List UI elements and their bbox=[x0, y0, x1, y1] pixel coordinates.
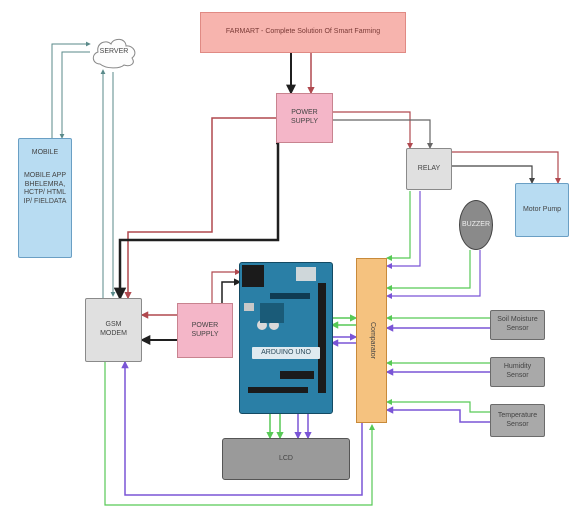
mobile-title: MOBILE bbox=[31, 149, 59, 156]
power-supply-mid: POWER SUPPLY bbox=[177, 303, 233, 358]
sensor-humidity: Humidity Sensor bbox=[490, 357, 545, 387]
mobile-details: MOBILE APP BHELEMRA, HCTP/ HTML IP/ FIEL… bbox=[23, 171, 67, 205]
power-supply-top-label: POWER SUPPLY bbox=[290, 109, 319, 125]
relay-box: RELAY bbox=[406, 148, 452, 190]
wire-psu-to-arduino-black bbox=[221, 278, 242, 303]
power-supply-mid-label: POWER SUPPLY bbox=[191, 321, 219, 338]
sensor-temperature-label: Temperature Sensor bbox=[497, 411, 538, 428]
sensor-soil-moisture-label: Soil Moisture Sensor bbox=[497, 316, 538, 332]
wire-temp-purple bbox=[385, 406, 490, 423]
wire-server-to-mobile bbox=[59, 51, 90, 139]
server-label: SERVER bbox=[99, 47, 129, 55]
buzzer-box: BUZZER bbox=[459, 200, 493, 250]
comparator-label: Comparator bbox=[368, 322, 376, 359]
wire-power-to-relay bbox=[333, 111, 413, 149]
wire-power-to-gsm-black bbox=[113, 141, 280, 301]
arduino-board-graphic bbox=[242, 265, 326, 393]
motor-pump-label: Motor Pump bbox=[522, 205, 562, 213]
gsm-modem-label: GSM MODEM bbox=[100, 321, 127, 337]
lcd-box: LCD bbox=[222, 438, 350, 480]
project-title-box: FARMART - Complete Solution Of Smart Far… bbox=[200, 12, 406, 53]
wire-relay-to-pump-2 bbox=[452, 165, 535, 184]
arduino-board: ARDUINO UNO bbox=[239, 262, 333, 414]
relay-label: RELAY bbox=[417, 164, 441, 172]
wire-comparator-to-gsm-purple bbox=[121, 360, 363, 496]
sensor-soil-moisture: Soil Moisture Sensor bbox=[490, 310, 545, 340]
arduino-label: ARDUINO UNO bbox=[252, 347, 320, 359]
motor-pump-box: Motor Pump bbox=[515, 183, 569, 237]
wire-power-to-relay-2 bbox=[333, 119, 433, 149]
buzzer-label: BUZZER bbox=[462, 220, 490, 228]
wire-relay-to-comparator-green bbox=[386, 191, 411, 261]
wire-relay-to-comparator-purple bbox=[386, 191, 421, 269]
sensor-temperature: Temperature Sensor bbox=[490, 404, 545, 437]
mobile-box: MOBILE MOBILE APP BHELEMRA, HCTP/ HTML I… bbox=[18, 138, 72, 258]
wire-buzzer-to-comparator-green bbox=[386, 250, 471, 291]
wire-buzzer-to-comparator-purple bbox=[386, 250, 481, 299]
project-title: FARMART - Complete Solution Of Smart Far… bbox=[225, 28, 381, 36]
wire-power-to-gsm-red bbox=[124, 117, 276, 300]
wire-mobile-to-server bbox=[51, 41, 91, 138]
wire-psu-to-arduino-red bbox=[211, 269, 241, 303]
wire-gsm-to-comparator-green bbox=[104, 362, 375, 506]
comparator-box: Comparator bbox=[356, 258, 387, 423]
wire-temp-green bbox=[386, 399, 490, 413]
cloud-icon bbox=[92, 38, 136, 69]
sensor-humidity-label: Humidity Sensor bbox=[503, 363, 532, 379]
wire-relay-to-pump bbox=[452, 151, 561, 184]
lcd-label: LCD bbox=[278, 454, 293, 462]
server-cloud: SERVER bbox=[88, 34, 140, 70]
gsm-modem-box: GSM MODEM bbox=[85, 298, 142, 362]
power-supply-top: POWER SUPPLY bbox=[276, 93, 333, 143]
